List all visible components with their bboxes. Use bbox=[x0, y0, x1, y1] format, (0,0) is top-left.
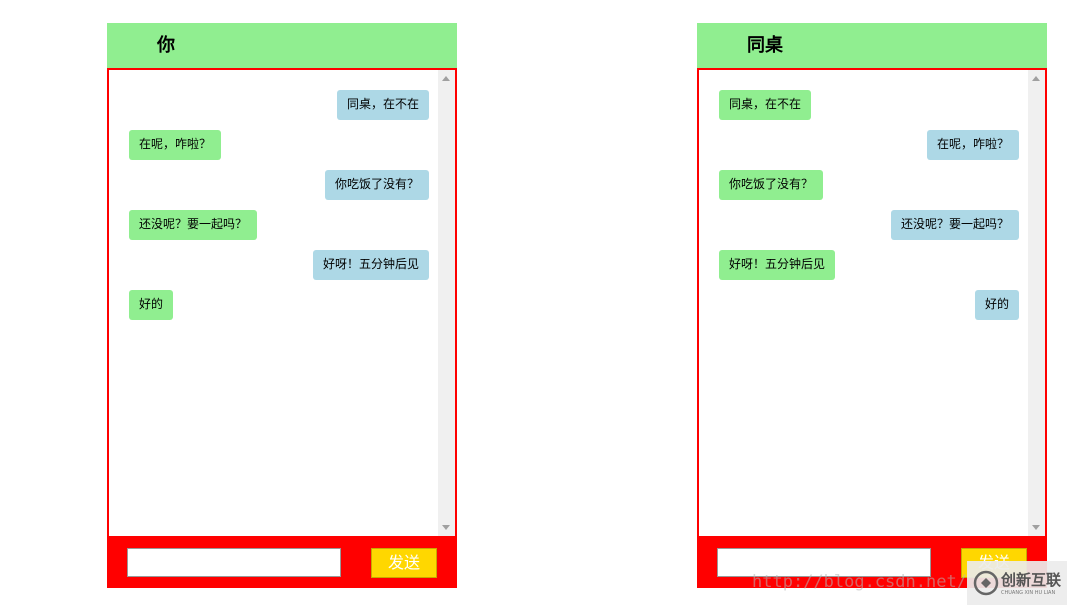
message-list: 同桌，在不在在呢，咋啦？ 你吃饭了没有？ 还没呢？要一起吗？ 好呀！五分钟后见好的 bbox=[699, 70, 1029, 536]
brand-logo-icon bbox=[973, 570, 999, 596]
message-input[interactable] bbox=[717, 548, 931, 577]
watermark-logo-sub: CHUANG XIN HU LIAN bbox=[1001, 590, 1056, 596]
chat-bubble: 同桌，在不在 bbox=[336, 90, 429, 120]
chat-bubble: 你吃饭了没有？ bbox=[324, 170, 429, 200]
chat-bubble: 在呢，咋啦？ bbox=[129, 130, 222, 160]
chat-bubble: 还没呢？要一起吗？ bbox=[890, 210, 1019, 240]
chat-panel-deskmate: 同桌 同桌，在不在在呢，咋啦？ 你吃饭了没有？ 还没呢？要一起吗？ 好呀！五分钟后见好… bbox=[697, 23, 1047, 588]
scrollbar[interactable] bbox=[1028, 70, 1045, 536]
send-button[interactable]: 发送 bbox=[371, 548, 437, 578]
scroll-down-arrow-icon[interactable] bbox=[1032, 525, 1040, 530]
scrollbar[interactable] bbox=[438, 70, 455, 536]
scroll-down-arrow-icon[interactable] bbox=[442, 525, 450, 530]
panel-header: 同桌 bbox=[697, 23, 1047, 68]
chat-bubble: 还没呢？要一起吗？ bbox=[129, 210, 258, 240]
chat-message-area: 同桌，在不在在呢，咋啦？ 你吃饭了没有？ 还没呢？要一起吗？ 好呀！五分钟后见好的 bbox=[697, 68, 1047, 538]
panel-title: 你 bbox=[157, 35, 175, 56]
watermark-url: http://blog.csdn.net/ bbox=[752, 572, 967, 592]
chat-bubble: 同桌，在不在 bbox=[719, 90, 812, 120]
chat-bubble: 你吃饭了没有？ bbox=[719, 170, 824, 200]
chat-bubble: 好的 bbox=[974, 290, 1019, 320]
chat-bubble: 好呀！五分钟后见 bbox=[312, 250, 429, 280]
scroll-up-arrow-icon[interactable] bbox=[1032, 76, 1040, 81]
panel-header: 你 bbox=[107, 23, 457, 68]
chat-bubble: 好呀！五分钟后见 bbox=[719, 250, 836, 280]
chat-message-area: 同桌，在不在在呢，咋啦？ 你吃饭了没有？ 还没呢？要一起吗？ 好呀！五分钟后见好的 bbox=[107, 68, 457, 538]
chat-panel-you: 你 同桌，在不在在呢，咋啦？ 你吃饭了没有？ 还没呢？要一起吗？ 好呀！五分钟后见好的… bbox=[107, 23, 457, 588]
message-input[interactable] bbox=[127, 548, 341, 577]
message-list: 同桌，在不在在呢，咋啦？ 你吃饭了没有？ 还没呢？要一起吗？ 好呀！五分钟后见好的 bbox=[109, 70, 439, 536]
chat-bubble: 好的 bbox=[129, 290, 174, 320]
watermark-logo: 创新互联 CHUANG XIN HU LIAN bbox=[967, 561, 1067, 605]
watermark-logo-name: 创新互联 bbox=[1001, 571, 1062, 589]
input-bar: 发送 bbox=[107, 538, 457, 588]
chat-bubble: 在呢，咋啦？ bbox=[926, 130, 1019, 160]
panel-title: 同桌 bbox=[747, 35, 783, 56]
scroll-up-arrow-icon[interactable] bbox=[442, 76, 450, 81]
